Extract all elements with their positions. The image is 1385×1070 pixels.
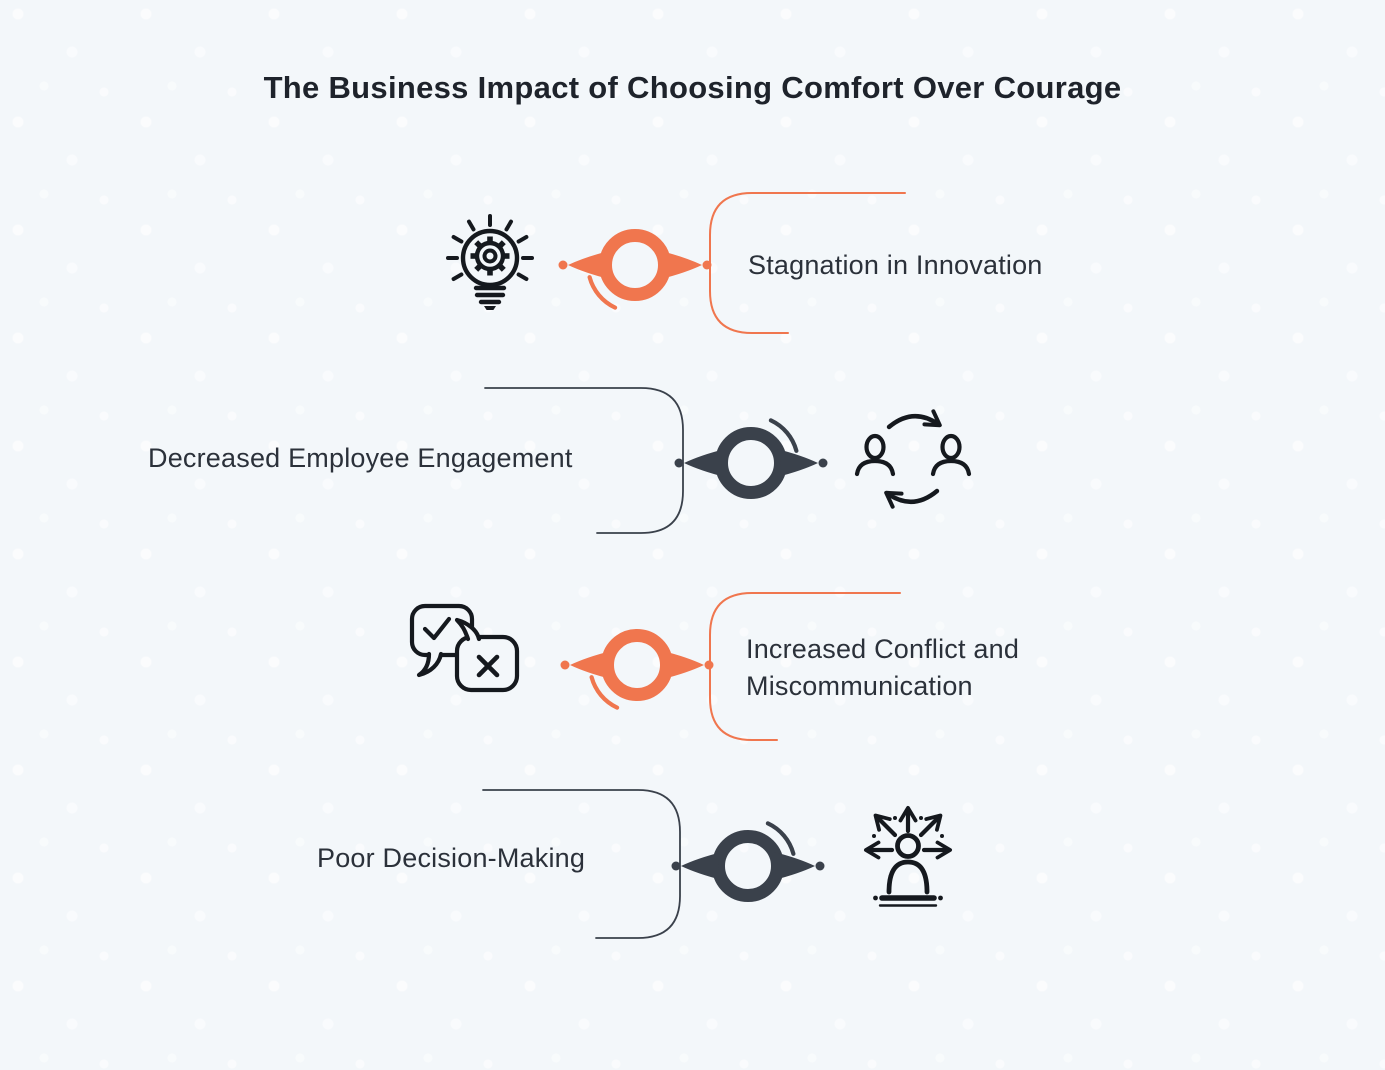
decision-paths-icon xyxy=(864,806,952,907)
node-marker-conflict xyxy=(561,636,714,708)
node-marker-engagement xyxy=(675,420,828,492)
page-title: The Business Impact of Choosing Comfort … xyxy=(263,70,1122,105)
branch-label-innovation: Stagnation in Innovation xyxy=(748,250,1043,280)
branch-label-decision: Poor Decision-Making xyxy=(317,843,586,873)
node-marker-innovation xyxy=(559,236,712,308)
branch-label-engagement: Decreased Employee Engagement xyxy=(148,443,573,473)
branch-bracket-engagement xyxy=(484,387,684,534)
lightbulb-gear-icon xyxy=(446,214,534,310)
node-marker-decision xyxy=(672,823,825,895)
people-sync-icon xyxy=(854,409,972,509)
chat-check-cross-icon xyxy=(409,603,520,693)
branch-label-conflict: Increased Conflict and Miscommunication xyxy=(746,634,1020,701)
